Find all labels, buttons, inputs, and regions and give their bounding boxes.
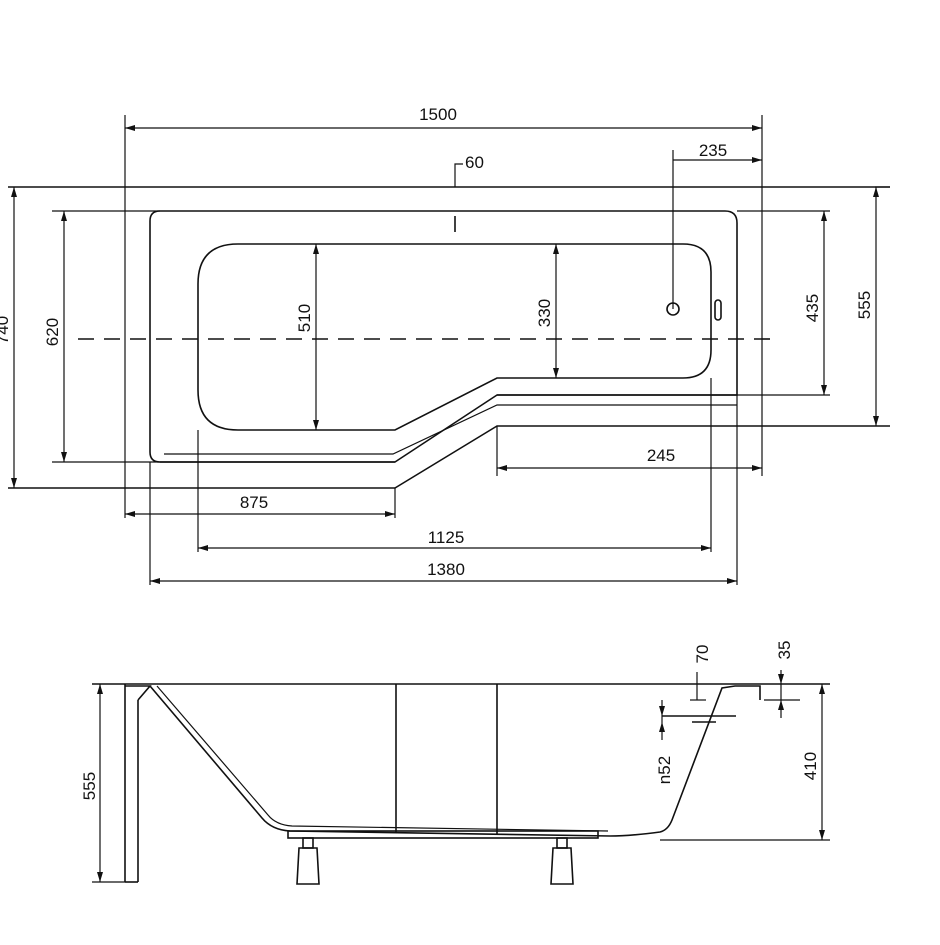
label-235: 235 — [699, 141, 727, 160]
dim-435: 435 — [803, 211, 827, 395]
label-1125: 1125 — [428, 528, 465, 547]
dim-555-top: 555 — [855, 187, 879, 426]
overflow-detail: n52 — [655, 700, 736, 784]
label-70: 70 — [693, 645, 712, 664]
dim-245: 245 — [497, 446, 762, 471]
dim-1500: 1500 — [125, 105, 762, 131]
dim-1125: 1125 — [198, 528, 711, 551]
dim-330: 330 — [535, 244, 559, 378]
tub-profile — [149, 685, 761, 837]
label-740: 740 — [0, 316, 12, 344]
dim-740: 740 — [0, 187, 17, 488]
label-60: 60 — [465, 153, 484, 172]
dim-60: 60 — [454, 153, 484, 187]
extension-lines — [52, 115, 890, 585]
leg-left — [296, 837, 320, 885]
outer-footprint — [8, 186, 890, 489]
label-410: 410 — [801, 752, 820, 780]
leg-right — [550, 837, 574, 885]
rim-step — [160, 394, 737, 463]
dim-410: 410 — [660, 684, 830, 841]
dim-510: 510 — [295, 244, 319, 430]
top-view: 1500 235 60 740 620 510 — [0, 105, 890, 585]
label-35: 35 — [775, 641, 794, 660]
dim-620: 620 — [43, 211, 67, 462]
end-panel — [124, 684, 152, 883]
rim-outline — [149, 210, 738, 463]
label-245: 245 — [647, 446, 675, 465]
label-555-side: 555 — [80, 772, 99, 800]
dim-70: 70 — [690, 645, 712, 701]
dim-875: 875 — [125, 493, 395, 517]
side-view: n52 70 35 410 — [80, 641, 830, 885]
label-1500: 1500 — [419, 105, 457, 124]
label-510: 510 — [295, 304, 314, 332]
drain-slot — [714, 299, 722, 321]
label-435: 435 — [803, 294, 822, 322]
support-frame — [287, 830, 599, 839]
inner-basin — [197, 243, 712, 431]
label-555-top: 555 — [855, 291, 874, 319]
dim-235: 235 — [673, 141, 762, 163]
dim-555-side: 555 — [80, 684, 125, 883]
label-n52: n52 — [655, 756, 674, 784]
label-620: 620 — [43, 318, 62, 346]
label-875: 875 — [240, 493, 268, 512]
tub-inner-profile — [156, 685, 609, 832]
label-1380: 1380 — [427, 560, 465, 579]
dim-1380: 1380 — [150, 560, 737, 584]
dim-35: 35 — [764, 641, 800, 718]
label-330: 330 — [535, 299, 554, 327]
inner-contour — [164, 404, 737, 455]
